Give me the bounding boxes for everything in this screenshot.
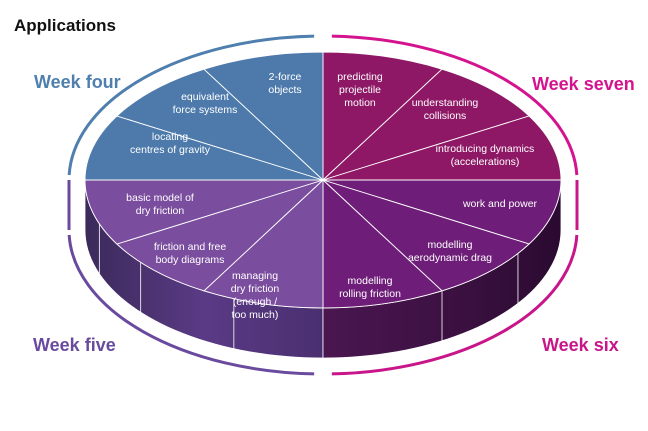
slice-week-seven bbox=[322, 115, 562, 181]
slice-label-line: basic model of bbox=[126, 192, 194, 204]
pie-slices bbox=[84, 51, 562, 309]
slice-label-line: dry friction bbox=[136, 205, 185, 217]
slice-label-line: centres of gravity bbox=[130, 144, 211, 156]
slice-label-line: work and power bbox=[462, 198, 538, 210]
slice-week-seven bbox=[322, 51, 443, 182]
slice-label-line: motion bbox=[344, 97, 376, 109]
slice-label-line: managing bbox=[232, 270, 278, 282]
slice-week-four bbox=[203, 51, 324, 182]
slice-label-line: 2-force bbox=[269, 71, 302, 83]
slice-week-four bbox=[84, 115, 324, 181]
arc-week-seven bbox=[331, 34, 579, 176]
arc-week-five bbox=[67, 234, 315, 376]
slice-label-line: introducing dynamics bbox=[436, 143, 535, 155]
slice-week-six bbox=[322, 178, 443, 309]
slice-label: work and power bbox=[462, 198, 538, 210]
week-label-four: Week four bbox=[34, 72, 121, 92]
slice-week-six bbox=[322, 179, 530, 292]
slice-week-seven bbox=[322, 68, 530, 181]
diagram-title: Applications bbox=[14, 16, 117, 35]
slice-label-line: modelling bbox=[348, 275, 393, 287]
week-label-seven: Week seven bbox=[532, 74, 635, 94]
slice-week-four bbox=[116, 68, 324, 181]
slice-label-line: too much) bbox=[232, 309, 279, 321]
slice-label-line: locating bbox=[152, 131, 188, 143]
slice-label-line: (accelerations) bbox=[451, 156, 520, 168]
arc-week-four bbox=[67, 34, 315, 176]
slice-week-five bbox=[84, 179, 324, 245]
slice-label-line: projectile bbox=[339, 84, 381, 96]
slice-label-line: dry friction bbox=[231, 283, 280, 295]
slice-label-line: collisions bbox=[424, 110, 467, 122]
slice-week-six bbox=[322, 179, 562, 245]
slice-label-line: modelling bbox=[428, 239, 473, 251]
slice-label-line: aerodynamic drag bbox=[408, 252, 492, 264]
slice-label-line: predicting bbox=[337, 71, 383, 83]
slice-label-line: understanding bbox=[412, 97, 479, 109]
week-label-five: Week five bbox=[33, 335, 116, 355]
slice-label-line: equivalent bbox=[181, 91, 229, 103]
slice-label-line: objects bbox=[268, 84, 301, 96]
slice-label-line: (enough / bbox=[233, 296, 277, 308]
week-label-six: Week six bbox=[542, 335, 619, 355]
slice-week-five bbox=[116, 179, 324, 292]
week-arcs bbox=[67, 34, 579, 376]
slice-label-line: body diagrams bbox=[156, 254, 225, 266]
slice-label-line: friction and free bbox=[154, 241, 227, 253]
slice-label: introducing dynamics(accelerations) bbox=[436, 143, 535, 168]
slice-label-line: force systems bbox=[173, 104, 238, 116]
arc-week-six bbox=[331, 234, 579, 376]
slice-week-five bbox=[203, 178, 324, 309]
slice-label-line: rolling friction bbox=[339, 288, 401, 300]
